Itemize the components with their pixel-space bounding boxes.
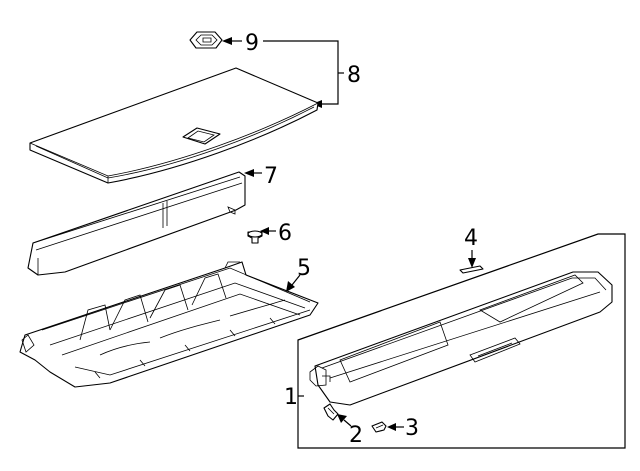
arrow-6: [260, 227, 269, 235]
arrow-9: [222, 37, 232, 45]
part-3-clip: [371, 421, 387, 433]
arrow-5: [286, 281, 295, 292]
callout-3: 3: [405, 416, 419, 441]
part-4-clip: [459, 265, 484, 274]
arrow-7: [244, 169, 254, 177]
callout-1: 1: [284, 385, 298, 410]
group-box: [297, 233, 626, 449]
part-7-trim-panel: [27, 171, 246, 276]
callout-8: 8: [347, 63, 361, 88]
part-2-clip: [323, 403, 339, 421]
callout-6: 6: [278, 221, 292, 246]
part-1-rear-trim-panel: [309, 271, 613, 406]
callout-4: 4: [464, 226, 478, 251]
part-5-storage-tray: [19, 261, 319, 388]
callout-9: 9: [245, 31, 259, 56]
arrow-3: [387, 423, 396, 431]
callout-7: 7: [264, 164, 278, 189]
arrow-4: [468, 258, 476, 268]
leader-5: [291, 274, 301, 286]
callout-2: 2: [349, 423, 363, 448]
leader-2: [343, 419, 352, 427]
part-6-fastener: [247, 230, 263, 244]
part-9-handle: [189, 31, 223, 49]
callout-5: 5: [297, 256, 311, 281]
arrow-2: [337, 414, 347, 423]
part-8-load-floor: [29, 67, 319, 184]
